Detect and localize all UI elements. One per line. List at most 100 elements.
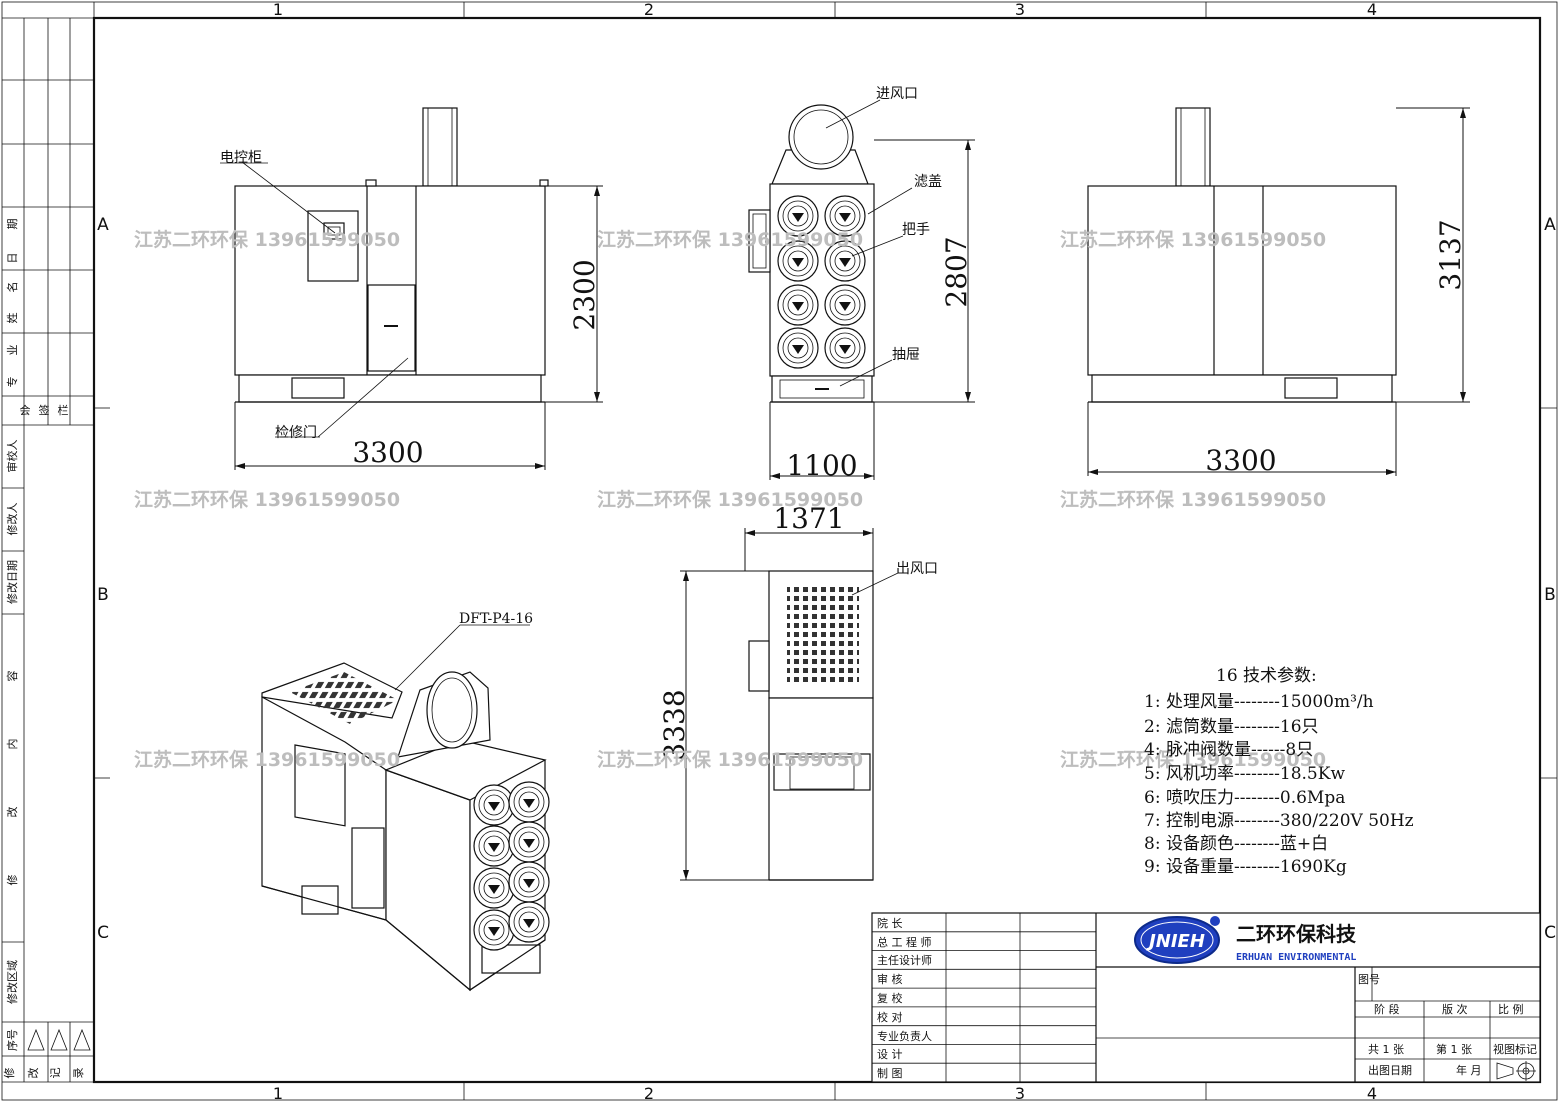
col-label-4-bottom: 4 <box>1367 1084 1377 1102</box>
strip-label-inner: 内 <box>5 739 19 750</box>
row-label-c-right: C <box>1544 923 1556 943</box>
strip-label-modify-area: 修改区域 <box>5 960 19 1004</box>
strip-label-revise: 修 <box>5 875 19 886</box>
role-proofread: 校 对 <box>877 1010 903 1024</box>
part-labels: 电控柜 检修门 进风口 滤盖 把手 抽屉 出风口 DFT-P4-16 <box>220 86 942 627</box>
label-handle: 把手 <box>902 222 930 238</box>
strip-label-rev-3: 记 <box>49 1068 62 1079</box>
col-label-2-bottom: 2 <box>644 1084 654 1102</box>
front-view <box>234 107 549 403</box>
watermark-2: 江苏二环环保 13961599050 <box>597 228 863 251</box>
role-drafting: 制 图 <box>877 1067 903 1080</box>
role-review: 审 核 <box>877 972 903 986</box>
company-name-en: ERHUAN ENVIRONMENTAL <box>1236 952 1356 963</box>
strip-label-reviewer: 审校人 <box>5 440 19 473</box>
watermark-4: 江苏二环环保 13961599050 <box>134 488 400 511</box>
scale-label: 比 例 <box>1498 1002 1524 1016</box>
watermark-7: 江苏二环环保 13961599050 <box>134 748 400 771</box>
role-chief-engineer: 总 工 程 师 <box>877 935 932 949</box>
strip-label-rev-1: 修 <box>2 1068 16 1079</box>
isometric-view <box>261 662 550 992</box>
top-dimensions: 1371 3338 <box>658 502 874 881</box>
watermark-8: 江苏二环环保 13961599050 <box>597 748 863 771</box>
dim-side-width: 1100 <box>786 449 857 482</box>
company-logo <box>1134 916 1220 964</box>
watermark-5: 江苏二环环保 13961599050 <box>597 488 863 511</box>
strip-label-name: 名 <box>5 282 19 293</box>
dim-bottom-width: 1371 <box>773 502 844 535</box>
dim-front-height: 2300 <box>568 259 601 330</box>
spec-item: 7: 控制电源--------380/220V 50Hz <box>1144 811 1414 831</box>
issue-date-label: 出图日期 <box>1368 1063 1412 1077</box>
strip-label-countersign: 会签栏 <box>20 403 77 417</box>
title-block: 院 长 总 工 程 师 主任设计师 审 核 复 校 校 对 专业负责人 设 计 … <box>871 912 1541 1083</box>
spec-item: 1: 处理风量--------15000m³/h <box>1144 692 1374 712</box>
col-label-2: 2 <box>644 0 654 19</box>
strip-label-specialty: 专 <box>5 377 19 388</box>
col-label-4: 4 <box>1367 0 1377 19</box>
row-label-b-right: B <box>1544 585 1556 605</box>
col-label-3-bottom: 3 <box>1015 1084 1025 1102</box>
strip-label-serial: 序号 <box>5 1029 19 1051</box>
watermark-1: 江苏二环环保 13961599050 <box>134 228 400 251</box>
watermark-6: 江苏二环环保 13961599050 <box>1060 488 1326 511</box>
watermarks: 江苏二环环保 13961599050 江苏二环环保 13961599050 江苏… <box>134 228 1326 771</box>
left-revision-strip: 期 日 名 姓 业 专 会签栏 审校人 修改人 修改日期 容 内 改 修 修改区… <box>2 17 94 1083</box>
projection-symbol-icon <box>1496 1061 1536 1081</box>
dim-front-width: 3300 <box>352 436 423 469</box>
role-design: 设 计 <box>877 1048 903 1061</box>
total-sheets: 共 1 张 <box>1368 1043 1404 1056</box>
stage-label: 阶 段 <box>1374 1002 1400 1016</box>
role-recheck: 复 校 <box>877 991 903 1005</box>
sheet-number: 第 1 张 <box>1436 1042 1472 1056</box>
leader-lines <box>220 99 913 691</box>
label-control-cabinet: 电控柜 <box>220 150 262 166</box>
role-chief-designer: 主任设计师 <box>877 954 932 967</box>
watermark-3: 江苏二环环保 13961599050 <box>1060 228 1326 251</box>
col-label-1: 1 <box>273 0 283 19</box>
drawing-number-label: 图号 <box>1358 973 1380 986</box>
strip-label-rev-4: 录 <box>72 1068 85 1079</box>
front-dimensions: 2300 3300 <box>234 185 603 470</box>
label-air-outlet: 出风口 <box>896 561 938 577</box>
role-president: 院 长 <box>877 916 903 930</box>
row-label-c: C <box>97 923 109 943</box>
strip-label-period: 期 <box>6 219 19 230</box>
strip-label-modify-date: 修改日期 <box>5 560 19 604</box>
rear-view <box>1087 107 1397 403</box>
rear-dimensions: 3137 3300 <box>1087 107 1470 477</box>
strip-label-content: 容 <box>5 671 19 682</box>
strip-label-day: 日 <box>6 253 19 264</box>
strip-label-modifier: 修改人 <box>5 503 19 536</box>
spec-item: 6: 喷吹压力--------0.6Mpa <box>1144 788 1345 808</box>
label-service-door: 检修门 <box>275 425 317 441</box>
label-filter-cap: 滤盖 <box>914 174 942 190</box>
spec-item: 4: 脉冲阀数量------8只 <box>1144 740 1313 760</box>
strip-label-change: 改 <box>5 807 19 818</box>
spec-item: 8: 设备颜色--------蓝+白 <box>1144 834 1328 854</box>
side-dimensions: 2807 1100 <box>769 139 975 482</box>
edition-label: 版 次 <box>1442 1002 1468 1016</box>
strip-label-industry: 业 <box>6 345 19 356</box>
dim-bottom-height: 3338 <box>658 689 691 760</box>
row-label-a: A <box>97 215 109 235</box>
company-name-cn: 二环环保科技 <box>1236 922 1357 946</box>
top-view <box>748 570 874 881</box>
row-label-a-right: A <box>1544 215 1556 235</box>
label-drawer: 抽屉 <box>892 347 920 363</box>
spec-title: 16 技术参数: <box>1216 666 1317 686</box>
col-label-3: 3 <box>1015 0 1025 19</box>
strip-label-surname: 姓 <box>5 313 19 324</box>
view-mark-label: 视图标记 <box>1493 1042 1537 1056</box>
side-view <box>748 104 875 403</box>
label-air-inlet: 进风口 <box>876 86 918 102</box>
year-month-label: 年 月 <box>1456 1063 1482 1077</box>
role-lead: 专业负责人 <box>877 1029 932 1043</box>
spec-item: 9: 设备重量--------1690Kg <box>1144 857 1347 877</box>
label-model: DFT-P4-16 <box>459 611 533 627</box>
watermark-9: 江苏二环环保 13961599050 <box>1060 748 1326 771</box>
spec-item: 2: 滤筒数量--------16只 <box>1144 717 1319 737</box>
dim-rear-width: 3300 <box>1205 444 1276 477</box>
